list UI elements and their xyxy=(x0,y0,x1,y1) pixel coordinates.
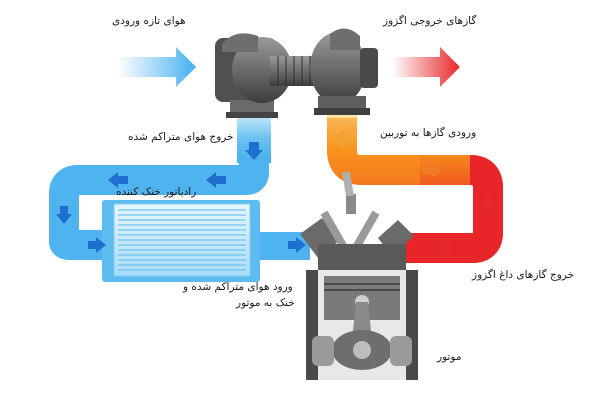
label-air-inlet-line2: خنک به موتور xyxy=(236,297,295,309)
turbocharger xyxy=(215,28,378,118)
label-gas-to-turbine: ورودی گازها به توربین xyxy=(380,127,477,139)
label-exhaust-out: گازهای خروجی اگزوز xyxy=(383,15,477,27)
arrow-down-icon xyxy=(56,206,72,224)
exhaust-out-arrow xyxy=(392,47,460,87)
label-compressed-air-out: خروج هوای متراکم شده xyxy=(128,131,234,143)
arrow-down-icon xyxy=(245,142,263,160)
hot-exhaust-pipe xyxy=(327,115,503,263)
intercooler xyxy=(102,200,260,282)
arrow-left-icon xyxy=(432,240,450,256)
engine xyxy=(300,172,418,380)
cold-air-pipe xyxy=(49,113,310,260)
arrow-left-icon xyxy=(206,172,226,188)
label-engine: موتور xyxy=(437,351,462,363)
arrow-right-icon xyxy=(422,162,442,178)
cold-flow-arrows xyxy=(56,142,306,253)
hot-flow-arrows xyxy=(334,130,496,256)
label-fresh-air-intake: هوای تازه ورودی xyxy=(112,15,186,27)
arrow-up-icon xyxy=(334,130,350,148)
label-intercooler: رادیاتور خنک کننده xyxy=(116,186,197,198)
fresh-air-arrow xyxy=(118,47,196,87)
label-hot-exhaust-out: خروج گازهای داغ اگزوز xyxy=(472,269,575,281)
arrow-left-icon xyxy=(108,172,128,188)
arrow-up-icon xyxy=(480,196,496,214)
label-air-inlet-line1: ورود هوای متراکم شده و xyxy=(183,281,293,293)
arrow-right-icon xyxy=(88,237,106,253)
arrow-right-icon xyxy=(288,237,306,253)
